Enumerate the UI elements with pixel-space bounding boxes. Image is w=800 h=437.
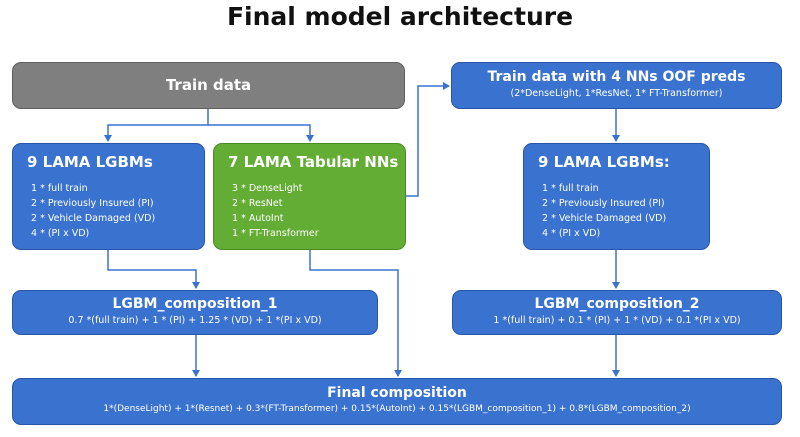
train-oof-subtitle: (2*DenseLight, 1*ResNet, 1* FT-Transform… [510, 88, 723, 99]
lgbm-composition-1-box: LGBM_composition_1 0.7 *(full train) + 1… [12, 290, 378, 335]
list-item: 4 * (PI x VD) [31, 228, 90, 239]
final-composition-formula: 1*(DenseLight) + 1*(Resnet) + 0.3*(FT-Tr… [103, 404, 691, 414]
list-item: 2 * Previously Insured (PI) [542, 198, 665, 209]
list-item: 1 * full train [31, 183, 88, 194]
lgbm-composition-2-title: LGBM_composition_2 [534, 296, 700, 312]
lgbm-composition-2-formula: 1 *(full train) + 0.1 * (PI) + 1 * (VD) … [493, 315, 741, 326]
final-composition-title: Final composition [327, 385, 467, 401]
list-item: 2 * Previously Insured (PI) [31, 198, 154, 209]
arrow-train-to-tabular-nns [208, 124, 314, 142]
train-data-label: Train data [165, 76, 252, 94]
lgbms-right-box: 9 LAMA LGBMs: 1 * full train 2 * Previou… [523, 143, 710, 250]
lgbms-left-title: 9 LAMA LGBMs [27, 153, 153, 171]
list-item: 2 * Vehicle Damaged (VD) [542, 213, 667, 224]
list-item: 2 * Vehicle Damaged (VD) [31, 213, 156, 224]
list-item: 1 * full train [542, 183, 599, 194]
train-data-box: Train data [12, 62, 405, 109]
list-item: 3 * DenseLight [232, 183, 303, 194]
list-item: 2 * ResNet [232, 198, 283, 209]
train-oof-box: Train data with 4 NNs OOF preds (2*Dense… [451, 62, 782, 109]
arrow-train-to-lgbms-left [104, 109, 209, 142]
lgbms-right-title: 9 LAMA LGBMs: [538, 153, 670, 171]
final-composition-box: Final composition 1*(DenseLight) + 1*(Re… [12, 378, 782, 425]
list-item: 4 * (PI x VD) [542, 228, 601, 239]
lgbms-left-list: 1 * full train 2 * Previously Insured (P… [31, 181, 204, 241]
tabular-nns-list: 3 * DenseLight 2 * ResNet 1 * AutoInt 1 … [232, 181, 405, 241]
lgbm-composition-1-formula: 0.7 *(full train) + 1 * (PI) + 1.25 * (V… [68, 315, 322, 326]
arrow-lgbms-left-to-comp-1 [107, 250, 200, 289]
train-oof-title: Train data with 4 NNs OOF preds [487, 69, 746, 85]
lgbm-composition-2-box: LGBM_composition_2 1 *(full train) + 0.1… [452, 290, 782, 335]
lgbms-right-list: 1 * full train 2 * Previously Insured (P… [542, 181, 709, 241]
list-item: 1 * FT-Transformer [232, 228, 319, 239]
lgbm-composition-1-title: LGBM_composition_1 [112, 296, 278, 312]
list-item: 1 * AutoInt [232, 213, 284, 224]
lgbms-left-box: 9 LAMA LGBMs 1 * full train 2 * Previous… [12, 143, 205, 250]
arrow-nns-to-train-oof [406, 82, 450, 197]
tabular-nns-box: 7 LAMA Tabular NNs 3 * DenseLight 2 * Re… [213, 143, 406, 250]
diagram-title: Final model architecture [226, 2, 574, 31]
tabular-nns-title: 7 LAMA Tabular NNs [228, 153, 399, 171]
